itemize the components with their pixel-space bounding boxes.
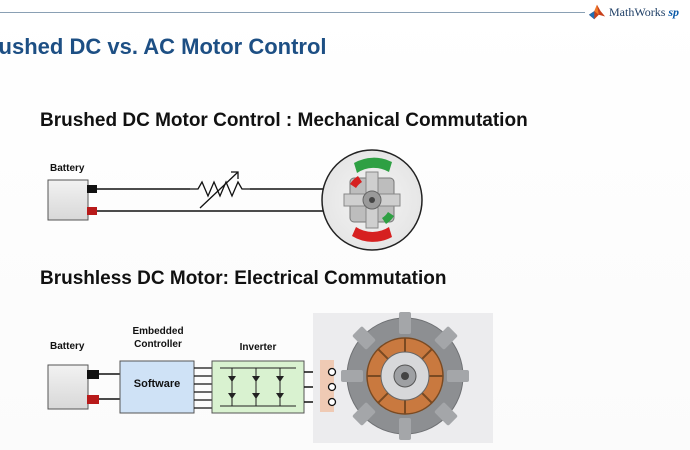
- battery-terminal-positive: [87, 207, 97, 215]
- battery-terminal-positive: [87, 395, 99, 404]
- inverter-switches: [228, 376, 284, 399]
- battery-label-1: Battery: [50, 163, 85, 174]
- slide-title: rushed DC vs. AC Motor Control: [0, 34, 327, 59]
- brushless-motor-image: [313, 312, 493, 443]
- header-rule: [0, 12, 585, 13]
- logo-text: MathWorks: [609, 4, 666, 19]
- software-label: Software: [134, 378, 180, 390]
- motor-connector-terminals: [327, 367, 337, 407]
- battery-terminal-negative: [87, 185, 97, 193]
- inverter: [211, 360, 305, 414]
- brushed-motor: [321, 149, 423, 251]
- inverter-label: Inverter: [240, 342, 277, 353]
- section-title-brushed: Brushed DC Motor Control : Mechanical Co…: [40, 110, 528, 131]
- battery-terminal-negative: [87, 370, 99, 379]
- section-title-brushless: Brushless DC Motor: Electrical Commutati…: [40, 268, 447, 289]
- battery-1: [47, 179, 97, 221]
- stator-magnet-green: [354, 157, 392, 173]
- stator-magnet-red: [352, 227, 392, 242]
- battery-2: [47, 364, 99, 410]
- controller-label-line1: Embedded: [132, 326, 183, 337]
- membrane-logo-icon: [588, 4, 606, 20]
- embedded-controller: [119, 360, 195, 414]
- logo-suffix: sp: [668, 4, 680, 19]
- mathworks-logo: MathWorks sp: [588, 2, 679, 22]
- brush-red: [350, 176, 362, 188]
- battery-label-2: Battery: [50, 341, 85, 352]
- controller-label-line2: Controller: [134, 339, 182, 350]
- variable-resistor: [190, 171, 250, 209]
- brush-green: [382, 212, 394, 224]
